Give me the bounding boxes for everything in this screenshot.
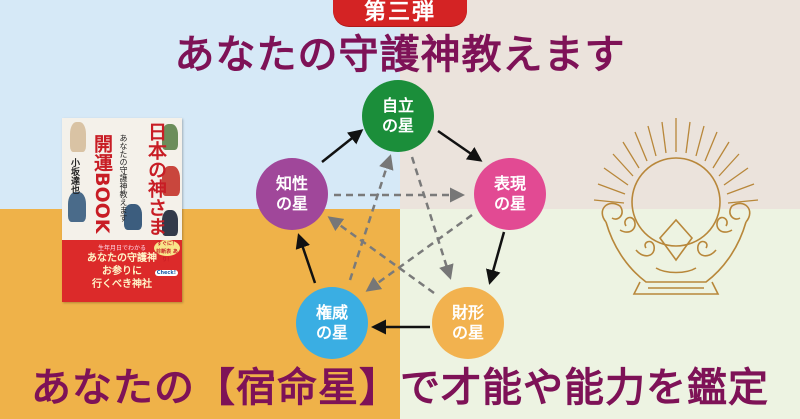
band-main-text: あなたの守護神 お参りに 行くべき神社 <box>62 252 182 291</box>
node-label-line2: の星 <box>381 116 414 135</box>
band-check-label: Check! <box>154 270 178 276</box>
node-label-line2: の星 <box>451 323 484 342</box>
solid-arrow-chisei-jiritsu <box>321 129 364 163</box>
node-label-line2: の星 <box>275 194 308 213</box>
node-zaikei-star: 財形 の星 <box>432 287 504 359</box>
dashed-arrow-zaikei-chisei <box>327 216 435 295</box>
deity-illustration-icon <box>70 122 86 152</box>
band-small-text: 生年月日でわかる <box>97 245 146 252</box>
node-ken-i-star: 権威 の星 <box>296 287 368 359</box>
deity-illustration-icon <box>68 192 86 222</box>
node-label-line1: 表現 <box>493 174 526 193</box>
deity-illustration-icon <box>162 166 180 196</box>
node-label-line2: の星 <box>315 323 348 342</box>
dashed-arrow-hyogen-ken-i <box>365 213 473 292</box>
band-line: 行くべき神社 <box>92 279 152 290</box>
rising-sun-ornament-icon <box>593 118 759 295</box>
node-chisei-star: 知性 の星 <box>256 158 328 230</box>
solid-arrow-hyogen-zaikei <box>486 231 506 285</box>
band-line: あなたの守護神 <box>87 253 157 264</box>
dashed-arrow-jiritsu-zaikei <box>410 156 454 280</box>
book-subtitle: あなたの守護神教えます <box>119 134 128 222</box>
dashed-arrow-ken-i-jiritsu <box>348 154 394 281</box>
book-author: 小坂達也 <box>69 158 79 194</box>
band-line: お参りに <box>102 266 142 277</box>
footer-tagline: あなたの【宿命星】で才能や能力を鑑定 <box>31 365 769 411</box>
node-label-line1: 自立 <box>381 96 414 115</box>
node-jiritsu-star: 自立 の星 <box>362 80 434 152</box>
book-obi-band: 生年月日でわかる あなたの守護神 お参りに 行くべき神社 すぐに！ 診断表 あり… <box>62 240 182 302</box>
deity-illustration-icon <box>162 124 178 150</box>
book-title-line2: 開運BOOK <box>91 134 113 234</box>
band-badge: すぐに！ 診断表 あり！ <box>154 240 180 263</box>
deity-illustration-icon <box>124 204 142 230</box>
node-label-line1: 権威 <box>315 303 348 322</box>
node-label-line1: 知性 <box>275 174 308 193</box>
node-label-line2: の星 <box>493 194 526 213</box>
book-cover-upper: 日本の神さま 開運BOOK あなたの守護神教えます 小坂達也 <box>62 118 182 240</box>
solid-arrow-jiritsu-hyogen <box>437 129 483 162</box>
headline: あなたの守護神教えます <box>174 32 626 78</box>
deity-illustration-icon <box>162 210 178 236</box>
book-title-line1: 日本の神さま <box>145 122 167 236</box>
book-cover: 日本の神さま 開運BOOK あなたの守護神教えます 小坂達也 生年月日でわかる … <box>62 118 182 302</box>
node-hyogen-star: 表現 の星 <box>474 158 546 230</box>
node-label-line1: 財形 <box>451 303 484 322</box>
solid-arrow-ken-i-chisei <box>295 233 317 284</box>
series-badge: 第三弾 <box>333 0 467 26</box>
background-top-right <box>400 0 800 209</box>
